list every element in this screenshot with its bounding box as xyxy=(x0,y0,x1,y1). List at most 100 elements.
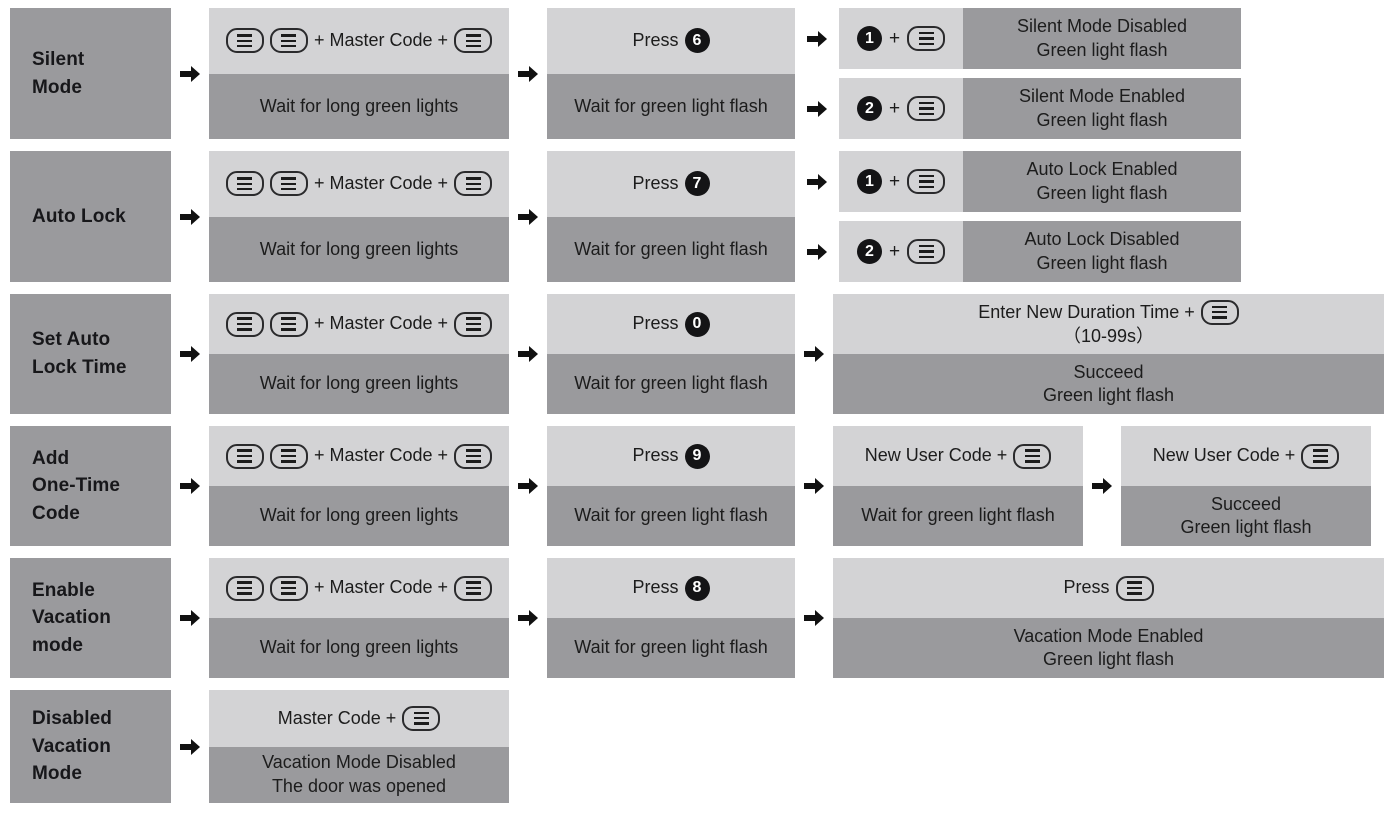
master-code-instruction: Master Code + xyxy=(209,690,509,747)
arrow-icon xyxy=(171,151,209,282)
press-label: Press xyxy=(632,30,679,51)
press-instruction: Press 0 xyxy=(547,294,795,354)
press-instruction: Press 8 xyxy=(547,558,795,618)
key-pill-icon xyxy=(402,705,441,731)
row-disabled-vacation-mode: Disabled Vacation Mode Master Code + Vac… xyxy=(0,690,1397,803)
row-title-silent-mode: Silent Mode xyxy=(10,8,171,139)
command-wait-text: Wait for long green lights xyxy=(209,618,509,678)
press-label: Press xyxy=(632,445,679,466)
new-user-code-text: New User Code + xyxy=(1152,445,1296,466)
digit-badge: 8 xyxy=(684,575,710,601)
new-user-code-instruction: New User Code + xyxy=(833,426,1083,486)
step-final-disabled-vacation-mode: Master Code + Vacation Mode Disabled The… xyxy=(209,690,509,803)
command-text: + Master Code + xyxy=(313,445,449,466)
command-keys: + Master Code + xyxy=(209,8,509,74)
title-line: Enable xyxy=(32,579,95,601)
key-pill-icon xyxy=(1115,575,1154,601)
plus-sign: + xyxy=(888,171,901,192)
result-line-1: Auto Lock Enabled xyxy=(1026,159,1178,180)
result-line-2: Green light flash xyxy=(1042,649,1175,669)
option-row: 2 + Auto Lock Disabled Green light flash xyxy=(795,221,1241,282)
result-line-1: Succeed xyxy=(1073,361,1144,382)
key-pill-icon xyxy=(454,575,493,601)
digit-badge: 9 xyxy=(684,443,710,469)
step-duration-set-auto-lock-time: Enter New Duration Time + （10-99s） Succe… xyxy=(833,294,1384,414)
option-row: 1 + Auto Lock Enabled Green light flash xyxy=(795,151,1241,212)
option-keys: 2 + xyxy=(839,78,963,139)
option-result: Silent Mode Disabled Green light flash xyxy=(963,8,1241,69)
step-command-set-auto-lock-time: + Master Code + Wait for long green ligh… xyxy=(209,294,509,414)
key-pill-icon xyxy=(269,575,308,601)
duration-text: Enter New Duration Time + xyxy=(978,301,1195,322)
row-add-one-time-code: Add One-Time Code + Master Code + Wait f… xyxy=(0,426,1397,546)
options-auto-lock: 1 + Auto Lock Enabled Green light flash … xyxy=(795,151,1241,282)
option-keys: 2 + xyxy=(839,221,963,282)
step-press-silent-mode: Press 6 Wait for green light flash xyxy=(547,8,795,139)
arrow-icon xyxy=(171,558,209,678)
command-wait-text: Wait for long green lights xyxy=(209,216,509,282)
step-press-auto-lock: Press 7 Wait for green light flash xyxy=(547,151,795,282)
key-pill-icon xyxy=(225,311,264,337)
press-wait-text: Wait for green light flash xyxy=(547,354,795,414)
step-new-user-code-confirm: New User Code + Succeed Green light flas… xyxy=(1121,426,1371,546)
arrow-icon xyxy=(795,151,839,212)
command-text: + Master Code + xyxy=(313,30,449,51)
title-line: Mode xyxy=(32,76,83,98)
arrow-icon xyxy=(1083,426,1121,546)
row-title-auto-lock: Auto Lock xyxy=(10,151,171,282)
option-keys: 1 + xyxy=(839,8,963,69)
arrow-icon xyxy=(171,8,209,139)
options-silent-mode: 1 + Silent Mode Disabled Green light fla… xyxy=(795,8,1241,139)
command-text: + Master Code + xyxy=(313,313,449,334)
key-pill-icon xyxy=(225,443,264,469)
result-line-1: Vacation Mode Disabled xyxy=(262,752,456,773)
vacation-disabled-result: Vacation Mode Disabled The door was open… xyxy=(209,746,509,803)
arrow-icon xyxy=(795,294,833,414)
arrow-icon xyxy=(509,558,547,678)
row-title-enable-vacation-mode: Enable Vacation mode xyxy=(10,558,171,678)
press-key-instruction: Press xyxy=(833,558,1384,618)
arrow-icon xyxy=(509,151,547,282)
plus-sign: + xyxy=(888,28,901,49)
new-user-code-wait: Wait for green light flash xyxy=(833,486,1083,546)
title-line: Lock Time xyxy=(32,357,127,378)
key-pill-icon xyxy=(269,311,308,337)
key-pill-icon xyxy=(225,28,264,54)
row-title-disabled-vacation-mode: Disabled Vacation Mode xyxy=(10,690,171,803)
title-line: Mode xyxy=(32,763,83,785)
press-instruction: Press 6 xyxy=(547,8,795,74)
title-line: mode xyxy=(32,634,84,656)
key-pill-icon xyxy=(454,443,493,469)
master-code-text: Master Code + xyxy=(277,707,397,728)
row-title-set-auto-lock-time: Set Auto Lock Time xyxy=(10,294,171,414)
press-wait-text: Wait for green light flash xyxy=(547,486,795,546)
duration-instruction: Enter New Duration Time + （10-99s） xyxy=(833,294,1384,354)
result-line-2: Green light flash xyxy=(1036,252,1168,273)
title-line: Vacation xyxy=(32,735,111,757)
step-press-add-one-time-code: Press 9 Wait for green light flash xyxy=(547,426,795,546)
press-label: Press xyxy=(632,313,679,334)
result-line-2: Green light flash xyxy=(1180,517,1312,537)
result-line-1: Succeed xyxy=(1210,493,1282,514)
press-wait-text: Wait for green light flash xyxy=(547,618,795,678)
command-keys: + Master Code + xyxy=(209,294,509,354)
key-pill-icon xyxy=(454,28,493,54)
row-title-add-one-time-code: Add One-Time Code xyxy=(10,426,171,546)
key-pill-icon xyxy=(269,171,308,197)
option-row: 2 + Silent Mode Enabled Green light flas… xyxy=(795,78,1241,139)
key-pill-icon xyxy=(907,169,946,194)
option-result: Auto Lock Enabled Green light flash xyxy=(963,151,1241,212)
key-pill-icon xyxy=(454,171,493,197)
arrow-icon xyxy=(795,8,839,69)
title-line: Add xyxy=(32,447,70,469)
option-row: 1 + Silent Mode Disabled Green light fla… xyxy=(795,8,1241,69)
arrow-icon xyxy=(171,426,209,546)
row-set-auto-lock-time: Set Auto Lock Time + Master Code + Wait … xyxy=(0,294,1397,414)
key-pill-icon xyxy=(225,171,264,197)
key-pill-icon xyxy=(907,26,946,51)
digit-badge: 1 xyxy=(856,169,882,194)
result-line-1: Vacation Mode Enabled xyxy=(1013,625,1204,646)
duration-result: Succeed Green light flash xyxy=(833,354,1384,414)
option-result: Auto Lock Disabled Green light flash xyxy=(963,221,1241,282)
result-line-2: Green light flash xyxy=(1036,182,1168,203)
